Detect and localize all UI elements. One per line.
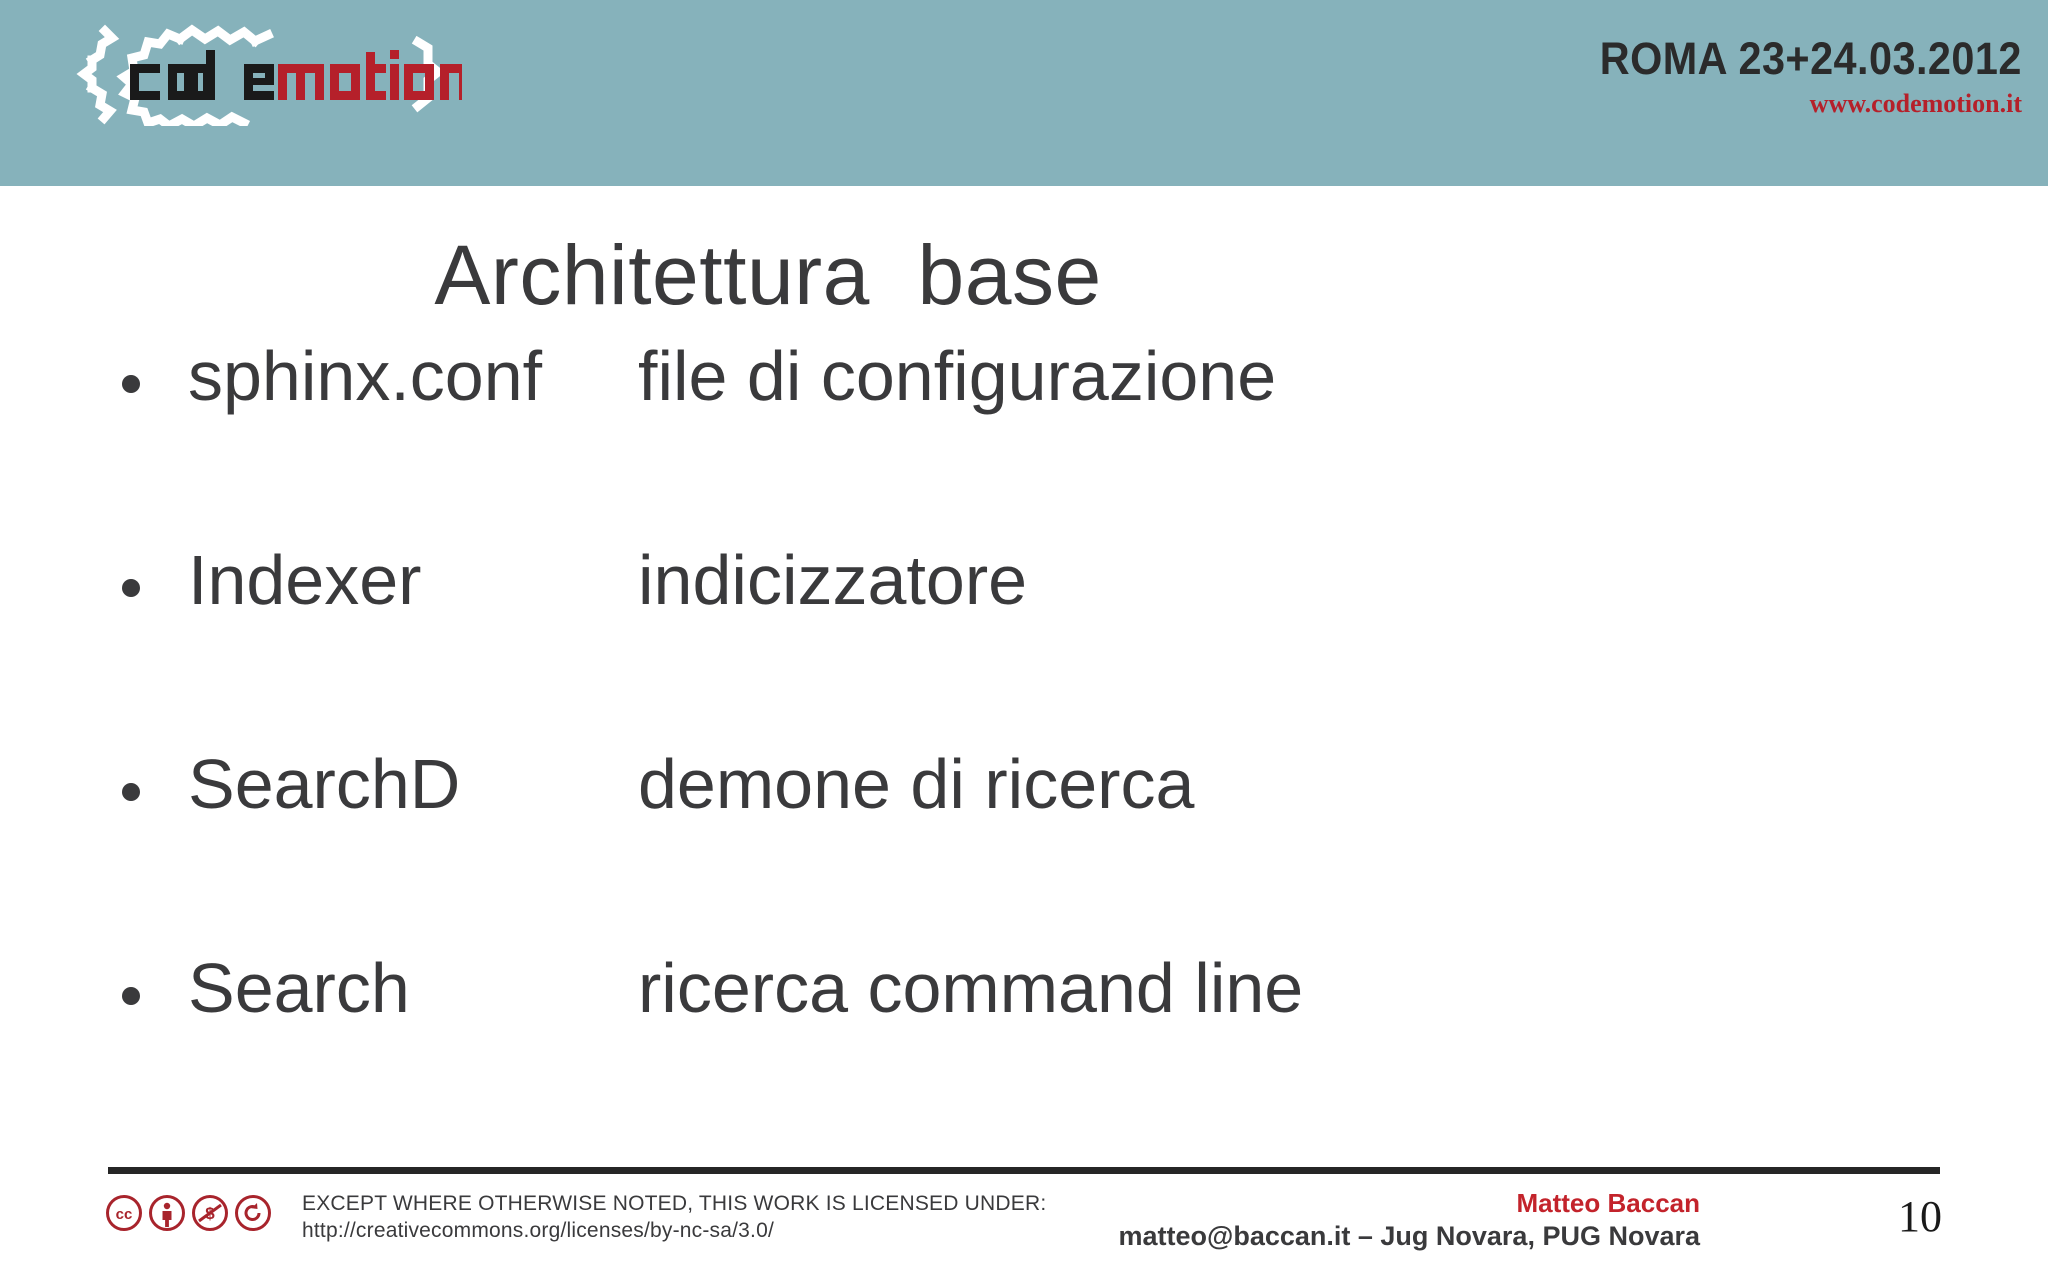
creative-commons-badges: cc $ (106, 1195, 271, 1231)
author-name: Matteo Baccan (1516, 1188, 1701, 1218)
codemotion-logo-graphic (76, 24, 462, 126)
footer-divider (108, 1167, 1940, 1174)
license-url[interactable]: http://creativecommons.org/licenses/by-n… (302, 1219, 774, 1243)
bullet-dot-icon (122, 579, 140, 597)
cc-icon[interactable]: cc (106, 1195, 142, 1231)
page-title: Architettura base (434, 228, 1102, 322)
bullet-term: SearchD (188, 745, 461, 823)
share-alike-glyph (244, 1203, 261, 1221)
header-event-info: ROMA 23+24.03.2012 www.codemotion.it (1563, 36, 2022, 117)
license-notice: EXCEPT WHERE OTHERWISE NOTED, THIS WORK … (302, 1192, 1047, 1215)
slide-content: Architettura base sphinx.conf file di co… (0, 186, 2048, 1151)
svg-text:cc: cc (116, 1206, 133, 1223)
logo-word-motion (278, 50, 462, 100)
bullet-term: Indexer (188, 541, 422, 619)
no-money-glyph: $ (198, 1203, 222, 1223)
bullet-term: Search (188, 949, 410, 1027)
slide-header-bar: ROMA 23+24.03.2012 www.codemotion.it (0, 0, 2048, 186)
bullet-description: demone di ricerca (638, 745, 1195, 823)
author-credit: Matteo Baccan matteo@baccan.it – Jug Nov… (1100, 1188, 1701, 1254)
event-website[interactable]: www.codemotion.it (1809, 89, 2022, 118)
license-text: EXCEPT WHERE OTHERWISE NOTED, THIS WORK … (302, 1191, 1046, 1246)
list-item: SearchD demone di ricerca (0, 749, 2048, 953)
author-contact: matteo@baccan.it – Jug Novara, PUG Novar… (1118, 1220, 1700, 1251)
logo-word-code (130, 50, 274, 100)
list-item: sphinx.conf file di configurazione (0, 341, 2048, 545)
bullet-list: sphinx.conf file di configurazione Index… (0, 341, 2048, 1157)
page-number: 10 (1898, 1192, 1942, 1241)
logo-cloud-shape (76, 24, 274, 126)
bullet-description: indicizzatore (638, 541, 1028, 619)
cc-nc-icon[interactable]: $ (192, 1195, 228, 1231)
cc-sa-icon[interactable] (235, 1195, 271, 1231)
cc-glyph: cc (116, 1206, 133, 1223)
person-glyph (162, 1202, 172, 1227)
codemotion-logo (72, 22, 462, 126)
list-item: Search ricerca command line (0, 953, 2048, 1157)
bullet-term: sphinx.conf (188, 337, 543, 415)
bullet-description: ricerca command line (638, 949, 1304, 1027)
cc-by-icon[interactable] (149, 1195, 185, 1231)
bullet-dot-icon (122, 783, 140, 801)
event-date: ROMA 23+24.03.2012 (1599, 33, 2022, 84)
list-item: Indexer indicizzatore (0, 545, 2048, 749)
bullet-dot-icon (122, 987, 140, 1005)
bullet-dot-icon (122, 375, 140, 393)
slide-footer: cc $ EXCEPT WHERE OTHERWISE NOTED, THIS … (0, 1151, 2048, 1281)
bullet-description: file di configurazione (638, 337, 1277, 415)
